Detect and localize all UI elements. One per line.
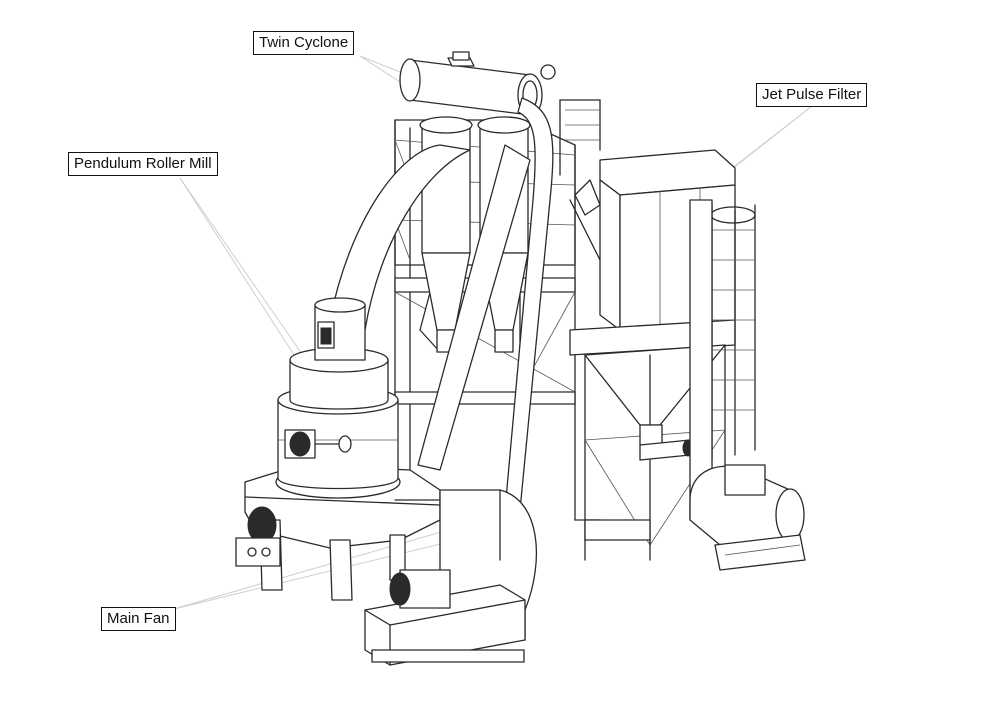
twin-cyclone-label: Twin Cyclone bbox=[253, 31, 355, 55]
lower-frame bbox=[394, 499, 651, 561]
pendulum-roller-mill bbox=[235, 297, 441, 601]
main-fan-label: Main Fan bbox=[101, 607, 176, 631]
exhaust-fan bbox=[689, 199, 806, 571]
jet-pulse-filter-label: Jet Pulse Filter bbox=[756, 83, 868, 107]
pendulum-roller-mill-label: Pendulum Roller Mill bbox=[68, 152, 218, 176]
main-fan bbox=[364, 489, 538, 666]
